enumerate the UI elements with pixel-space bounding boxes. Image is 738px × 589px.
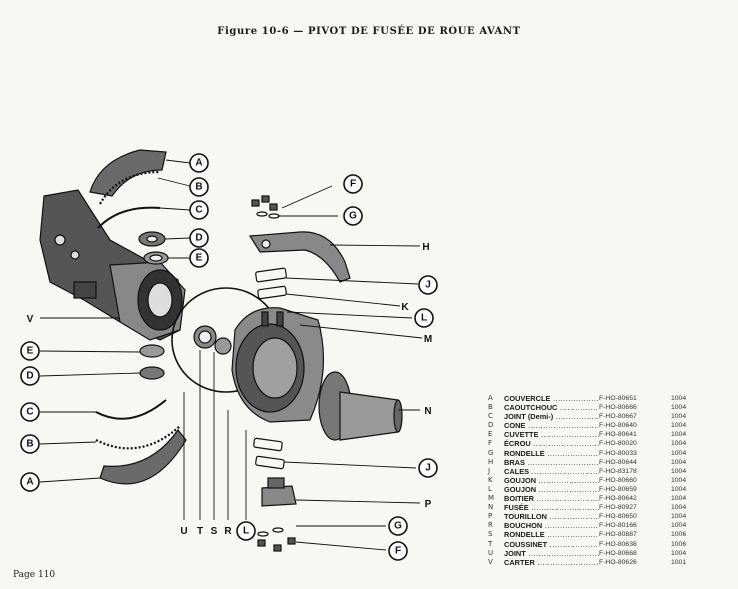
page-number: Page 110 <box>13 570 56 580</box>
svg-text:B: B <box>195 182 202 193</box>
svg-text:E: E <box>196 253 203 264</box>
callout-c-top: C <box>189 200 209 220</box>
svg-text:H: H <box>422 242 429 253</box>
svg-text:J: J <box>425 280 431 291</box>
figure-title: Figure 10-6 — PIVOT DE FUSÉE DE ROUE AVA… <box>217 26 521 37</box>
label-r: R <box>224 526 232 537</box>
svg-text:L: L <box>421 313 427 324</box>
svg-text:J: J <box>425 463 431 474</box>
svg-text:K: K <box>401 302 409 313</box>
parts-artwork <box>39 149 403 552</box>
svg-text:D: D <box>26 371 33 382</box>
svg-text:A: A <box>26 477 33 488</box>
label-p: P <box>425 499 432 510</box>
svg-text:G: G <box>394 521 402 532</box>
svg-text:M: M <box>424 334 432 345</box>
svg-text:U: U <box>180 526 187 537</box>
callout-a-bottom: A <box>20 472 40 492</box>
callout-g-bottom: G <box>388 516 408 536</box>
callout-f-bottom: F <box>388 541 408 561</box>
label-h: H <box>422 242 429 253</box>
callout-e-top: E <box>189 248 209 268</box>
svg-text:C: C <box>195 205 202 216</box>
label-u: U <box>180 526 187 537</box>
label-s: S <box>211 526 218 537</box>
svg-text:G: G <box>349 211 357 222</box>
svg-text:V: V <box>27 314 34 325</box>
label-t: T <box>197 526 203 537</box>
svg-text:R: R <box>224 526 232 537</box>
label-n: N <box>424 406 431 417</box>
callout-c-bottom: C <box>20 402 40 422</box>
svg-text:F: F <box>395 546 401 557</box>
svg-text:D: D <box>195 233 202 244</box>
svg-text:A: A <box>195 158 202 169</box>
svg-text:N: N <box>424 406 431 417</box>
svg-text:T: T <box>197 526 203 537</box>
callout-e-bottom: E <box>20 341 40 361</box>
callout-d-top: D <box>189 228 209 248</box>
svg-text:C: C <box>26 407 33 418</box>
svg-text:L: L <box>243 526 249 537</box>
callout-j-bottom: J <box>418 458 438 478</box>
leader-lines <box>39 159 423 551</box>
callout-a-top: A <box>189 153 209 173</box>
callout-b-top: B <box>189 177 209 197</box>
svg-text:S: S <box>211 526 218 537</box>
callout-b-bottom: B <box>20 434 40 454</box>
svg-text:B: B <box>26 439 33 450</box>
svg-text:P: P <box>425 499 432 510</box>
label-v: V <box>27 314 34 325</box>
callout-l-top: L <box>414 308 434 328</box>
svg-text:F: F <box>350 179 356 190</box>
callout-l-bottom: L <box>236 521 256 541</box>
label-k: K <box>401 302 409 313</box>
callout-f-top: F <box>343 174 363 194</box>
callout-d-bottom: D <box>20 366 40 386</box>
callout-j-top: J <box>418 275 438 295</box>
label-m: M <box>424 334 432 345</box>
svg-text:E: E <box>27 346 34 357</box>
callout-g-top: G <box>343 206 363 226</box>
